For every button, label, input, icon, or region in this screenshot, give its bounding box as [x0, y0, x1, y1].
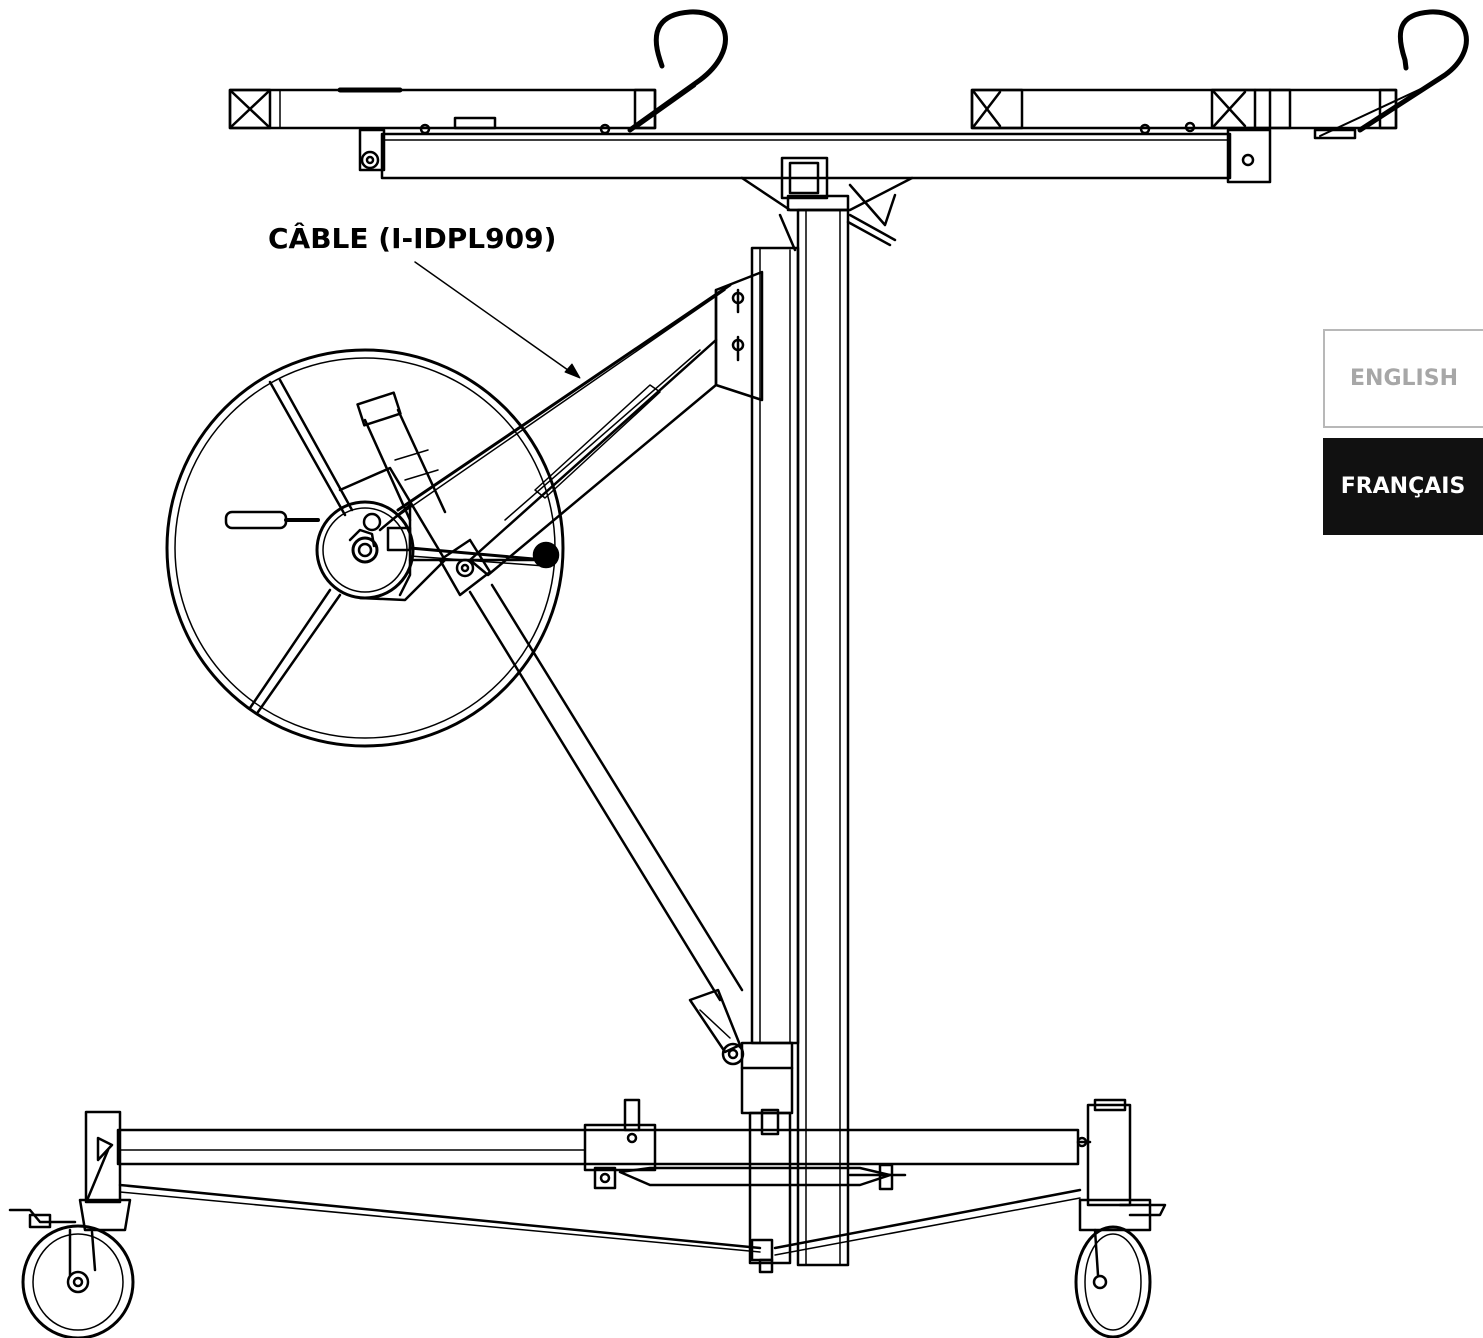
cable-callout-label: CÂBLE (I-IDPL909) [268, 222, 557, 255]
cable [394, 283, 732, 519]
base [8, 1098, 1167, 1338]
leg-strut [468, 583, 745, 1066]
winch-bracket [468, 270, 764, 577]
callout-leader [414, 261, 576, 376]
winch-wheel [165, 348, 565, 748]
top-cradle [228, 9, 1469, 247]
callout-arrowhead [564, 363, 581, 379]
mast [740, 208, 850, 1267]
language-tab-french[interactable]: FRANÇAIS [1323, 438, 1483, 535]
language-tab-english[interactable]: ENGLISH [1323, 329, 1483, 428]
